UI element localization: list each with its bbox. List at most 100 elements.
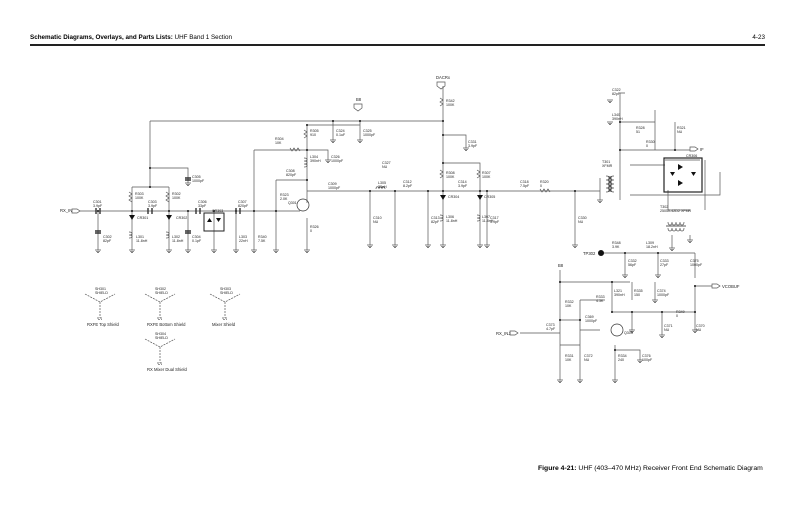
part-ref-c304: C304 <box>192 235 201 239</box>
ground-icon <box>330 139 336 143</box>
ground-icon <box>607 121 613 125</box>
junction-dot <box>187 210 189 212</box>
header-rule <box>30 44 765 46</box>
part-ref-r330: R330 <box>646 140 655 144</box>
part-ref-r334: R334 <box>618 354 627 358</box>
part-value-r305: 910 <box>310 133 316 137</box>
shield-name: Mixer Shield <box>212 322 236 327</box>
junction-dot <box>149 186 151 188</box>
ground-icon <box>612 379 618 383</box>
part-value-c374: 1000pF <box>657 293 670 297</box>
part-value-c310: NU <box>373 220 379 224</box>
part-value-c313: 82pF <box>431 220 440 224</box>
part-value-c373: 4.7pF <box>546 327 556 331</box>
page-number: 4-23 <box>752 34 765 41</box>
part-value-c301: 3.9pF <box>93 204 103 208</box>
ground-icon <box>357 139 363 143</box>
port-b8-low: B8 <box>558 263 564 268</box>
ground-icon <box>463 147 469 151</box>
ground-icon <box>185 249 191 253</box>
part-value-t301: XFMR <box>602 164 613 168</box>
part-value-l302: 11.8nH <box>172 239 184 243</box>
part-value-r323: 2.0K <box>280 197 288 201</box>
shield-type: SHIELD <box>155 291 168 295</box>
shield-type: SHIELD <box>220 291 233 295</box>
part-value-c306: 33pF <box>198 204 207 208</box>
part-ref-c301: C301 <box>93 200 102 204</box>
shield-name: RXFE Bottom Shield <box>147 322 186 327</box>
part-ref-c303: C303 <box>148 200 157 204</box>
part-ref-c371: C371 <box>664 324 673 328</box>
junction-dot <box>694 285 696 287</box>
junction-dot <box>306 149 308 151</box>
part-ref-l309: L309 <box>646 241 654 245</box>
port-dacrx: DACRx <box>436 75 451 80</box>
part-ref-c306: C306 <box>198 200 207 204</box>
junction-dot <box>631 311 633 313</box>
part-ref-cr306: CR306 <box>686 154 697 158</box>
part-ref-r342: R342 <box>446 99 455 103</box>
part-value-c303: 3.9pF <box>148 204 158 208</box>
part-value-c375: 1000pF <box>690 263 703 267</box>
part-ref-r340: R340 <box>258 235 267 239</box>
junction-dot <box>149 167 151 169</box>
part-ref-r332: R332 <box>565 300 574 304</box>
ground-icon <box>185 182 191 186</box>
part-value-c331: 3.9pF <box>468 144 478 148</box>
part-ref-c375: C375 <box>690 259 699 263</box>
header-section: Schematic Diagrams, Overlays, and Parts … <box>30 34 173 41</box>
part-value-r340: 7.5K <box>258 239 266 243</box>
part-ref-r349: R349 <box>676 310 685 314</box>
part-ref-l305: L305 <box>378 181 386 185</box>
part-value-c332: 56pF <box>628 263 637 267</box>
junction-dot <box>661 311 663 313</box>
port-rx-in: RX_IN <box>60 208 72 213</box>
part-ref-c326: C326 <box>331 155 340 159</box>
ground-icon <box>273 249 279 253</box>
part-value-l321: 390nH <box>614 293 625 297</box>
part-value-c333: 27pF <box>660 263 669 267</box>
ground-icon <box>629 329 635 333</box>
junction-dot <box>486 190 488 192</box>
part-value-c318: 7.5pF <box>520 184 530 188</box>
part-value-c304: 0.1pF <box>192 239 202 243</box>
part-ref-c369: C369 <box>585 315 594 319</box>
part-ref-r303: R303 <box>135 192 144 196</box>
part-ref-c322: C322 <box>612 88 621 92</box>
part-ref-cr302: CR302 <box>176 216 187 220</box>
ground-icon <box>325 159 331 163</box>
part-value-c307: 820pF <box>238 204 249 208</box>
part-ref-r321: R321 <box>677 126 686 130</box>
part-ref-l301: L301 <box>136 235 144 239</box>
part-ref-q303: Q303 <box>624 331 633 335</box>
ground-icon <box>304 249 310 253</box>
ground-icon <box>669 247 675 251</box>
part-ref-c376: C376 <box>642 354 651 358</box>
part-ref-c308: C308 <box>286 169 295 173</box>
part-value-r302: 100K <box>172 196 181 200</box>
shield-ref: SH303 <box>220 287 231 291</box>
part-value-c324: 0.1uF <box>336 133 346 137</box>
ground-icon <box>166 249 172 253</box>
part-value-c317: 3.9pF <box>490 220 500 224</box>
part-ref-t301: T301 <box>602 160 610 164</box>
part-ref-c374: C374 <box>657 289 666 293</box>
part-labels: C3013.9pFC30282pFR303100KCR301L30111.8nH… <box>93 88 705 362</box>
junction-dot <box>619 121 621 123</box>
part-ref-c312: C312 <box>403 180 412 184</box>
ground-icon <box>211 249 217 253</box>
junction-dots <box>97 120 696 351</box>
part-ref-l340: L340 <box>612 113 620 117</box>
part-ref-c330: C330 <box>578 216 587 220</box>
part-value-c308: 820pF <box>286 173 297 177</box>
part-value-c309: 1000pF <box>328 186 341 190</box>
junction-dot <box>674 149 676 151</box>
junction-dot <box>332 120 334 122</box>
figure-title: UHF (403–470 MHz) Receiver Front End Sch… <box>576 465 763 472</box>
port-vcobuf: VCOBUF <box>722 284 740 289</box>
ground-icon <box>659 334 665 338</box>
